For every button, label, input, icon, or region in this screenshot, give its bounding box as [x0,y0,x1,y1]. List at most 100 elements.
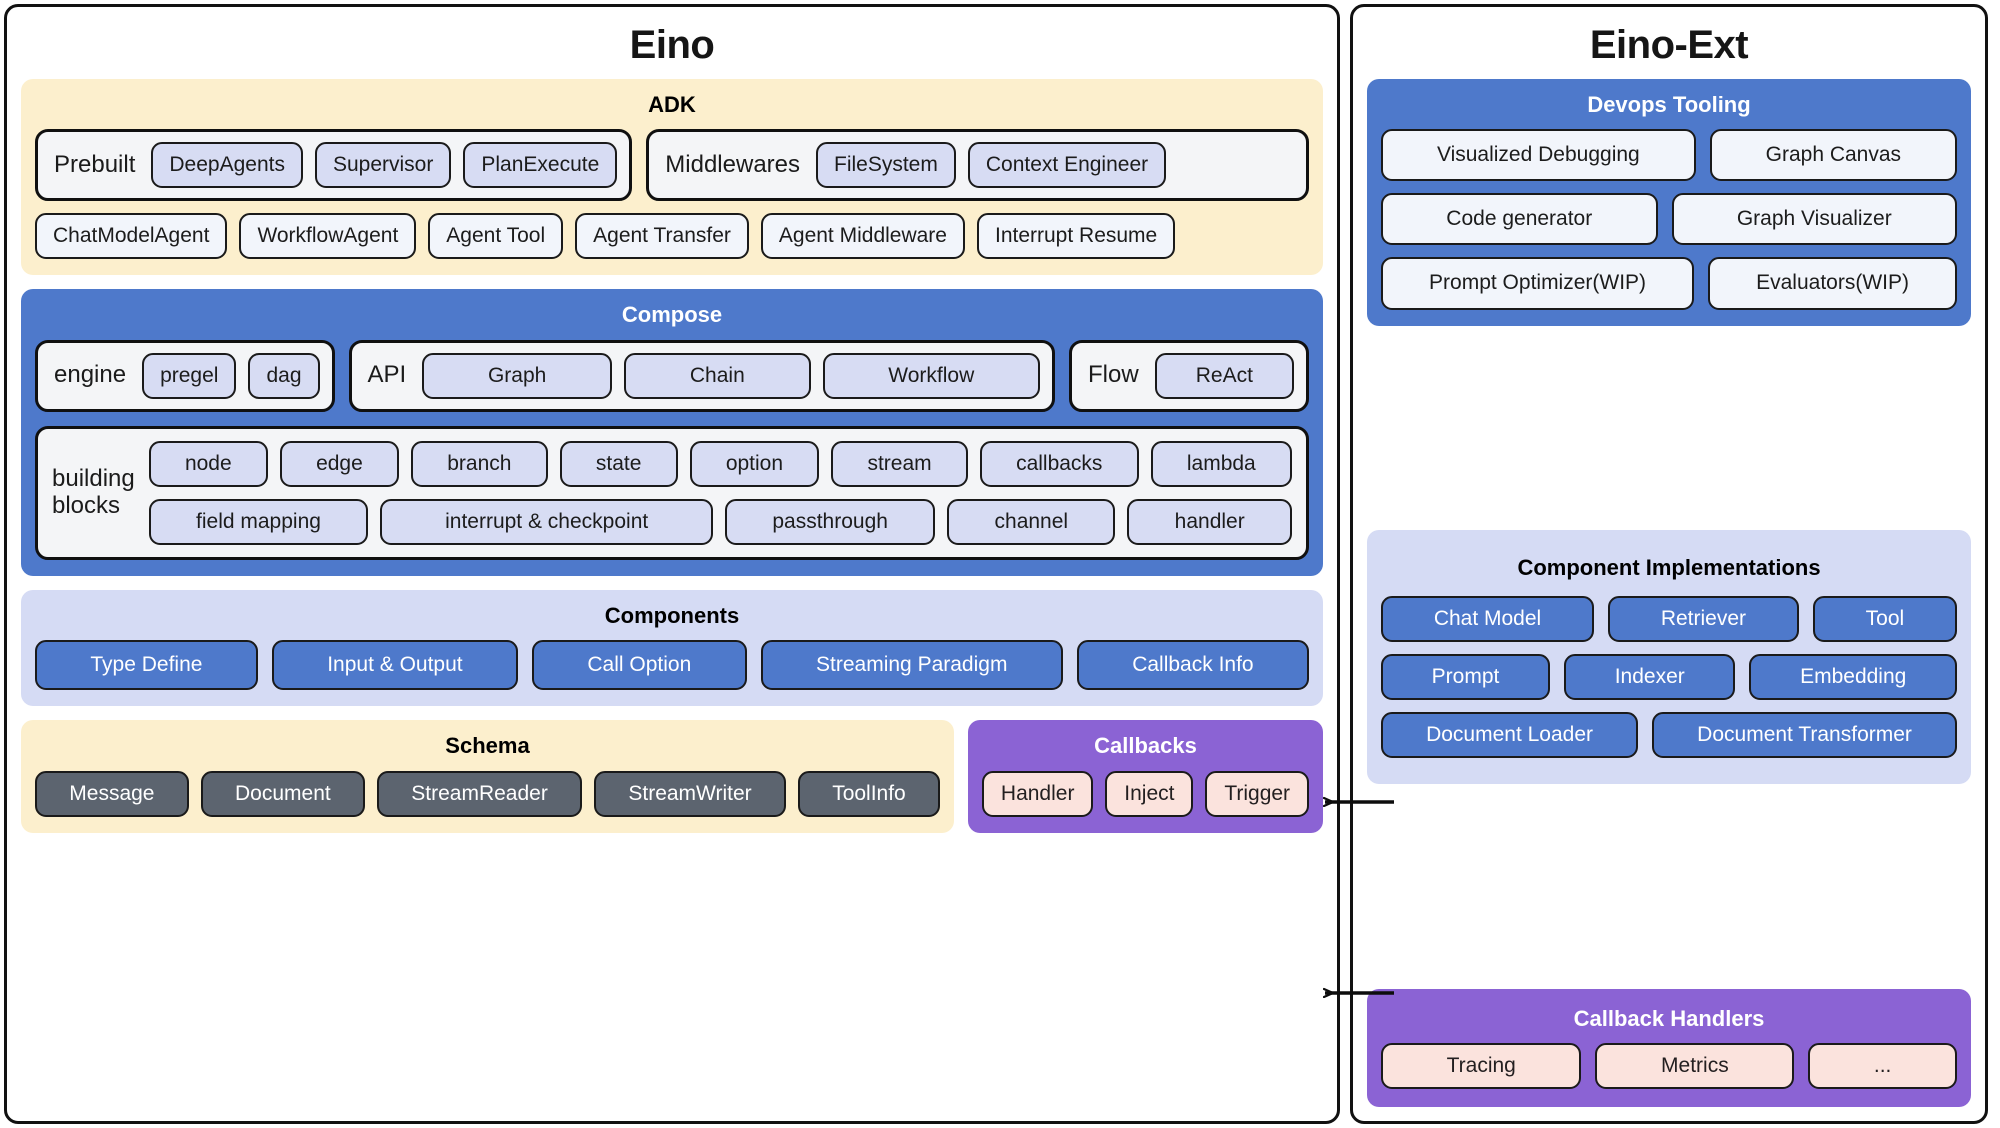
chip-embedding[interactable]: Embedding [1749,654,1958,701]
adk-feature-row: ChatModelAgent WorkflowAgent Agent Tool … [35,213,1309,260]
chip-passthrough[interactable]: passthrough [725,498,936,546]
api-label: API [367,361,407,389]
chip-stream[interactable]: stream [831,440,968,487]
eino-panel: Eino ADK Prebuilt DeepAgents Supervisor … [4,4,1340,1124]
adk-title: ADK [648,92,696,117]
chip-dag[interactable]: dag [248,352,320,399]
chip-graph-canvas[interactable]: Graph Canvas [1709,129,1958,182]
building-blocks-row-2: field mapping interrupt & checkpoint pas… [148,498,1293,546]
chip-handler[interactable]: handler [1127,498,1293,546]
chip-option[interactable]: option [689,440,820,487]
chip-interrupt-resume[interactable]: Interrupt Resume [976,213,1176,260]
chip-chat-model[interactable]: Chat Model [1381,596,1595,643]
chip-branch[interactable]: branch [411,440,548,487]
chip-toolinfo[interactable]: ToolInfo [797,770,941,817]
chip-metrics[interactable]: Metrics [1595,1042,1795,1090]
engine-label: engine [54,361,127,389]
chip-workflowagent[interactable]: WorkflowAgent [239,213,417,260]
chip-callback-info[interactable]: Callback Info [1076,640,1309,691]
chip-graph-visualizer[interactable]: Graph Visualizer [1671,193,1958,246]
api-group: API Graph Chain Workflow [348,339,1055,412]
building-blocks-grid: node edge branch state option stream cal… [148,440,1293,546]
compose-top-row: engine pregel dag API Graph Chain Workfl… [35,339,1309,412]
chip-visualized-debugging[interactable]: Visualized Debugging [1381,129,1696,182]
prebuilt-label: Prebuilt [54,150,136,178]
chip-indexer[interactable]: Indexer [1564,654,1736,701]
devops-tooling-section: Devops Tooling Visualized Debugging Grap… [1367,79,1971,326]
chip-document[interactable]: Document [200,770,365,817]
chip-state[interactable]: state [559,440,678,487]
building-blocks-group: building blocks node edge branch state o… [35,425,1309,561]
eino-ext-panel: Eino-Ext Devops Tooling Visualized Debug… [1350,4,1988,1124]
chip-tracing[interactable]: Tracing [1381,1042,1582,1090]
chip-agent-transfer[interactable]: Agent Transfer [575,213,749,260]
devops-tooling-title: Devops Tooling [1587,92,1751,117]
chip-node[interactable]: node [148,440,268,487]
compose-title: Compose [621,302,723,328]
chip-graph[interactable]: Graph [422,352,613,399]
chip-ellipsis[interactable]: ... [1808,1042,1957,1090]
chip-type-define[interactable]: Type Define [35,640,258,691]
chip-call-option[interactable]: Call Option [532,640,747,691]
components-title: Components [604,603,740,629]
callbacks-title: Callbacks [1094,733,1197,759]
chip-trigger[interactable]: Trigger [1205,770,1309,817]
chip-interrupt-checkpoint[interactable]: interrupt & checkpoint [380,498,714,546]
components-section: Components Type Define Input & Output Ca… [21,590,1323,707]
building-blocks-label-line2: blocks [52,491,121,519]
chip-workflow[interactable]: Workflow [822,352,1041,399]
chip-deepagents[interactable]: DeepAgents [151,142,303,189]
chip-inject[interactable]: Inject [1105,770,1194,817]
component-implementations-section: Component Implementations Chat Model Ret… [1367,529,1971,785]
chip-field-mapping[interactable]: field mapping [148,498,369,546]
building-blocks-row-1: node edge branch state option stream cal… [148,440,1292,487]
chip-planexecute[interactable]: PlanExecute [463,142,618,189]
building-blocks-label: building blocks [52,465,135,520]
chip-streamwriter[interactable]: StreamWriter [594,770,786,817]
chip-document-transformer[interactable]: Document Transformer [1652,712,1957,759]
components-row: Type Define Input & Output Call Option S… [35,640,1309,691]
compose-section: Compose engine pregel dag API Graph Chai… [21,289,1323,577]
chip-pregel[interactable]: pregel [142,352,237,399]
compimpl-row-3: Document Loader Document Transformer [1381,712,1957,759]
chip-agent-middleware[interactable]: Agent Middleware [760,213,965,260]
chip-react[interactable]: ReAct [1154,352,1294,399]
chip-chatmodelagent[interactable]: ChatModelAgent [35,213,228,260]
chip-retriever[interactable]: Retriever [1608,596,1799,643]
callback-handlers-section: Callback Handlers Tracing Metrics ... [1367,988,1971,1108]
callback-handlers-row: Tracing Metrics ... [1381,1042,1957,1090]
chip-lambda[interactable]: lambda [1150,440,1292,487]
chip-channel[interactable]: channel [947,498,1116,546]
chip-message[interactable]: Message [35,770,189,817]
middlewares-label: Middlewares [665,150,800,178]
devops-row-2: Code generator Graph Visualizer [1381,193,1958,246]
chip-handler-cb[interactable]: Handler [982,770,1094,817]
chip-prompt-optimizer[interactable]: Prompt Optimizer(WIP) [1381,257,1695,310]
schema-section: Schema Message Document StreamReader Str… [21,720,954,833]
chip-filesystem[interactable]: FileSystem [816,142,956,189]
chip-prompt[interactable]: Prompt [1381,654,1551,701]
chip-streamreader[interactable]: StreamReader [377,770,583,817]
chip-chain[interactable]: Chain [624,352,811,399]
flow-label: Flow [1088,361,1139,389]
devops-row-3: Prompt Optimizer(WIP) Evaluators(WIP) [1381,257,1958,310]
chip-document-loader[interactable]: Document Loader [1381,712,1639,759]
chip-edge[interactable]: edge [279,440,400,487]
chip-code-generator[interactable]: Code generator [1381,193,1658,246]
chip-agent-tool[interactable]: Agent Tool [428,213,564,260]
chip-streaming-paradigm[interactable]: Streaming Paradigm [760,640,1063,691]
building-blocks-label-line1: building [52,465,135,493]
engine-group: engine pregel dag [35,339,335,412]
compimpl-row-2: Prompt Indexer Embedding [1381,654,1958,701]
chip-callbacks[interactable]: callbacks [979,440,1139,487]
middlewares-group: Middlewares FileSystem Context Engineer [646,129,1309,202]
callback-handlers-title: Callback Handlers [1573,1005,1765,1031]
chip-input-output[interactable]: Input & Output [271,640,519,691]
component-implementations-title: Component Implementations [1517,554,1821,580]
schema-title: Schema [445,733,530,759]
callbacks-section: Callbacks Handler Inject Trigger [968,720,1323,833]
chip-context-engineer[interactable]: Context Engineer [967,142,1167,189]
chip-evaluators[interactable]: Evaluators(WIP) [1708,257,1958,310]
chip-tool[interactable]: Tool [1812,596,1957,643]
chip-supervisor[interactable]: Supervisor [314,142,452,189]
